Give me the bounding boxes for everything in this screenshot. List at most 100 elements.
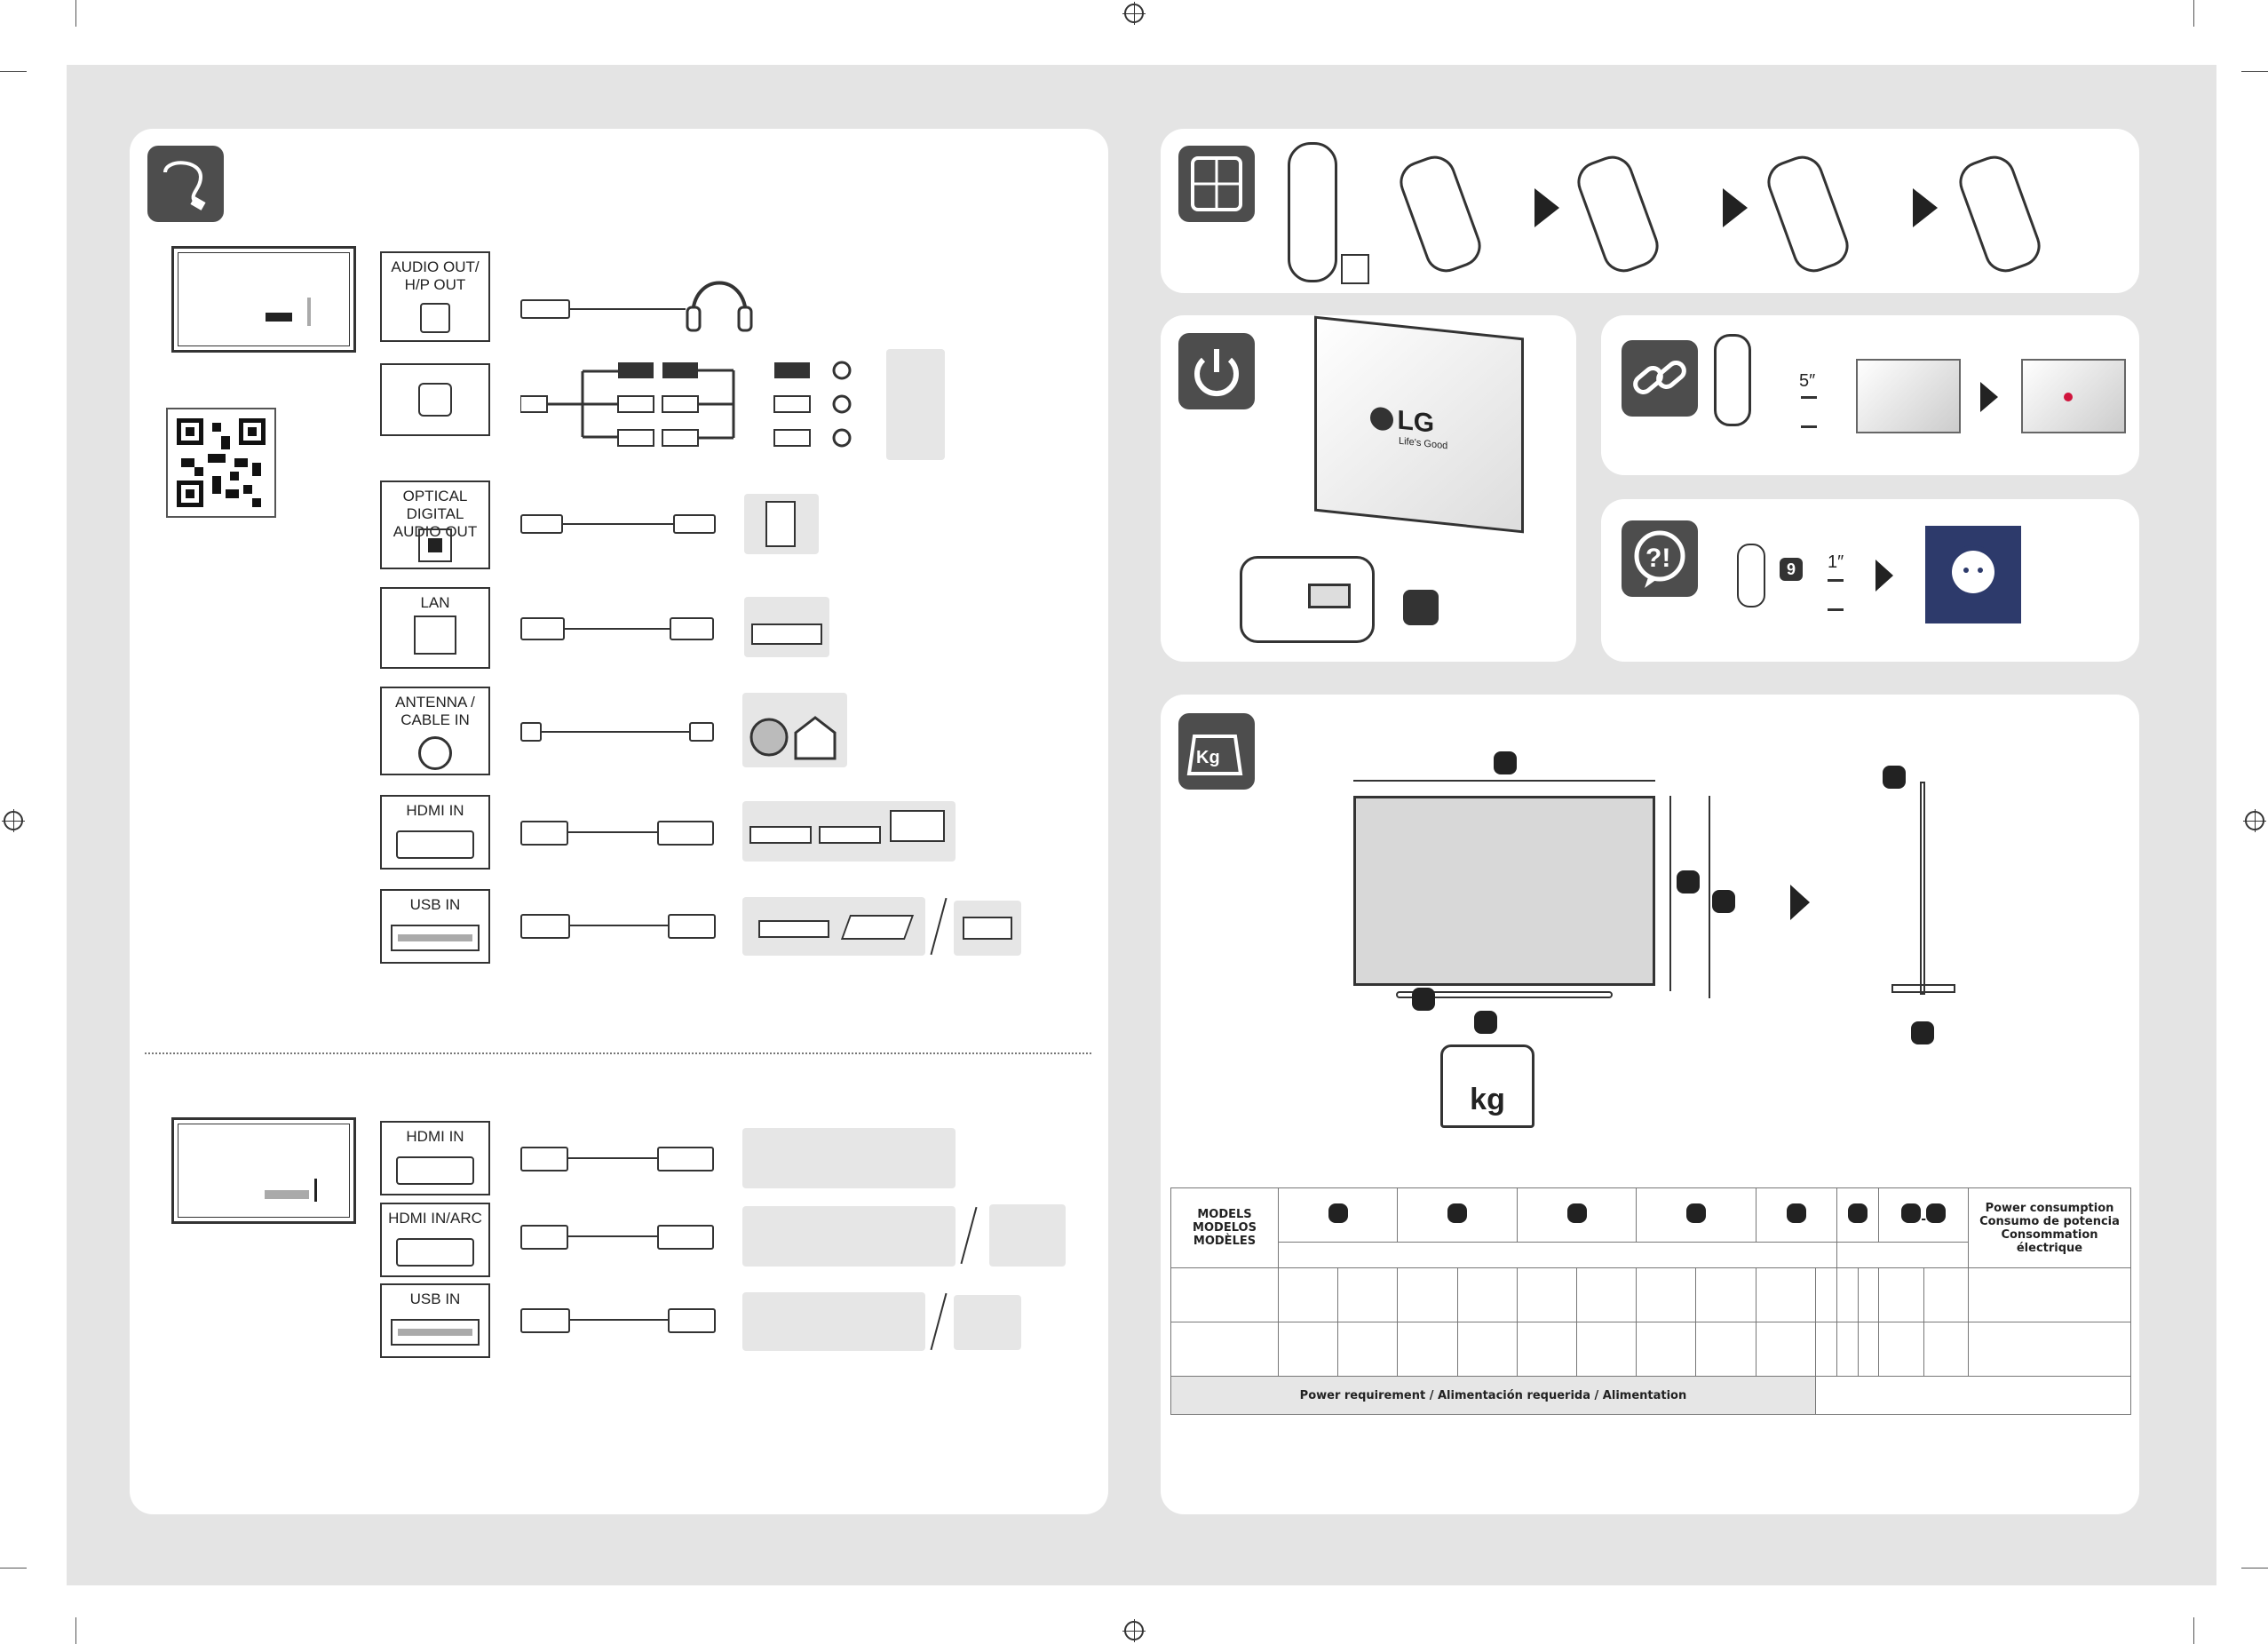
port-component [380, 363, 490, 436]
dimension-marker [1883, 766, 1906, 789]
pairing-timer: 5″ [1799, 371, 1816, 391]
router-icon [744, 597, 829, 657]
link-icon [1622, 340, 1698, 417]
ethernet-jack-icon [414, 616, 456, 655]
coax-plug [689, 722, 714, 742]
dimension-marker [1786, 1203, 1806, 1223]
batteries-icon [1341, 254, 1369, 284]
coax-jack-icon [418, 736, 452, 770]
marker-separator: - [1921, 1212, 1927, 1227]
port-antenna: ANTENNA / CABLE IN [380, 687, 490, 775]
height-dimension-line [1669, 796, 1671, 991]
hdmi-plug [520, 1147, 568, 1171]
hdmi-plug [657, 1225, 714, 1250]
port-label [382, 365, 488, 370]
dimension-marker [1474, 1011, 1497, 1034]
support-timer: 1″ [1828, 552, 1844, 572]
cable-icon [147, 146, 224, 222]
battery-icon [1178, 146, 1255, 222]
width-dimension-line [1353, 780, 1655, 782]
lg-logo: LG Life's Good [1370, 402, 1447, 451]
usb-storage-icon [742, 897, 925, 956]
usb-storage-icon [742, 1292, 925, 1351]
dimension-marker [1911, 1021, 1934, 1044]
hourglass-icon [1828, 579, 1844, 611]
section-divider [145, 1052, 1091, 1054]
tv-screen-off [1856, 359, 1961, 433]
headphone-jack-icon [420, 303, 450, 333]
usb-drive-icon [954, 901, 1021, 956]
port-label: HDMI IN/ARC [388, 1210, 482, 1227]
crop-mark [2241, 1568, 2268, 1569]
power-consumption-header: Power consumption Consumo de potencia Co… [1968, 1187, 2131, 1268]
qr-code[interactable] [166, 408, 276, 518]
registration-mark [1122, 2, 1146, 25]
coax-plug [520, 722, 542, 742]
port-optical: OPTICAL DIGITAL AUDIO OUT [380, 480, 490, 569]
spec-table: MODELS MODELOS MODÈLES - Power consumpti… [1170, 1187, 2132, 1415]
optical-plug [673, 514, 716, 534]
lan-plug [520, 617, 565, 640]
usb-plug [668, 1308, 716, 1333]
side-port-hdmi: HDMI IN [380, 1121, 490, 1195]
remote-icon [1714, 334, 1751, 426]
hdmi-jack-icon [396, 830, 474, 859]
bag-unit-text: Kg [1196, 748, 1220, 767]
usb-drive-icon [954, 1295, 1021, 1350]
crop-mark [75, 0, 76, 27]
hdmi-plug [520, 1225, 568, 1250]
usb-plug [520, 1308, 570, 1333]
av-devices-icon [742, 801, 956, 862]
tv-side-thumbnail [171, 1117, 356, 1224]
av-devices-icon [742, 1206, 956, 1267]
port-hdmi: HDMI IN [380, 795, 490, 870]
crop-mark [75, 1617, 76, 1644]
power-icon [1178, 333, 1255, 409]
models-header: MODELS MODELOS MODÈLES [1170, 1187, 1279, 1268]
side-port-usb: USB IN [380, 1283, 490, 1358]
hdmi-cable [568, 1235, 657, 1237]
tv-stand [1396, 991, 1613, 998]
dimension-marker [1494, 751, 1517, 774]
tv-dimension-side [1920, 782, 1925, 995]
dimension-marker [1412, 988, 1435, 1011]
optical-cable [563, 523, 673, 525]
crop-mark [0, 1568, 27, 1569]
tv-side-stand [1891, 984, 1955, 993]
antenna-house-icon [742, 693, 847, 767]
port-label: LAN [420, 594, 450, 611]
port-label: AUDIO OUT/ H/P OUT [391, 258, 480, 293]
port-label: HDMI IN [406, 802, 464, 819]
port-label: ANTENNA / CABLE IN [395, 694, 475, 728]
dimension-marker [1566, 1203, 1587, 1223]
scale-unit-text: kg [1470, 1083, 1505, 1116]
port-label: OPTICAL DIGITAL AUDIO OUT [393, 488, 478, 540]
coax-cable [542, 731, 689, 733]
remote-icon [1737, 544, 1765, 608]
brand-text: LG [1397, 405, 1435, 439]
registration-mark [2, 809, 25, 832]
optical-plug [520, 514, 563, 534]
port-label: HDMI IN [406, 1128, 464, 1145]
arrow-right-icon [1534, 188, 1559, 227]
dimension-marker [1926, 1203, 1947, 1223]
weight-icon: Kg [1178, 713, 1255, 790]
usb-plug [520, 914, 570, 939]
hdmi-jack-icon [396, 1156, 474, 1185]
speaker-system-icon [744, 494, 819, 554]
support-agent-icon[interactable] [1925, 526, 2021, 623]
optical-jack-icon [418, 528, 452, 562]
component-device-icon [886, 349, 945, 460]
usb-cable [570, 1319, 668, 1321]
hourglass-icon [1801, 396, 1817, 428]
component-cable-icon [520, 361, 852, 448]
hdmi-cable [568, 1157, 657, 1159]
power-requirement-label: Power requirement / Alimentación requeri… [1170, 1376, 1816, 1415]
registration-mark [1122, 1619, 1146, 1642]
port-audio-out: AUDIO OUT/ H/P OUT [380, 251, 490, 342]
component-jack-icon [418, 383, 452, 417]
hdmi-jack-icon [396, 1238, 474, 1267]
hdmi-cable [568, 831, 657, 833]
arrow-right-icon [1875, 560, 1893, 592]
weight-scale-icon: kg [1440, 1044, 1534, 1128]
